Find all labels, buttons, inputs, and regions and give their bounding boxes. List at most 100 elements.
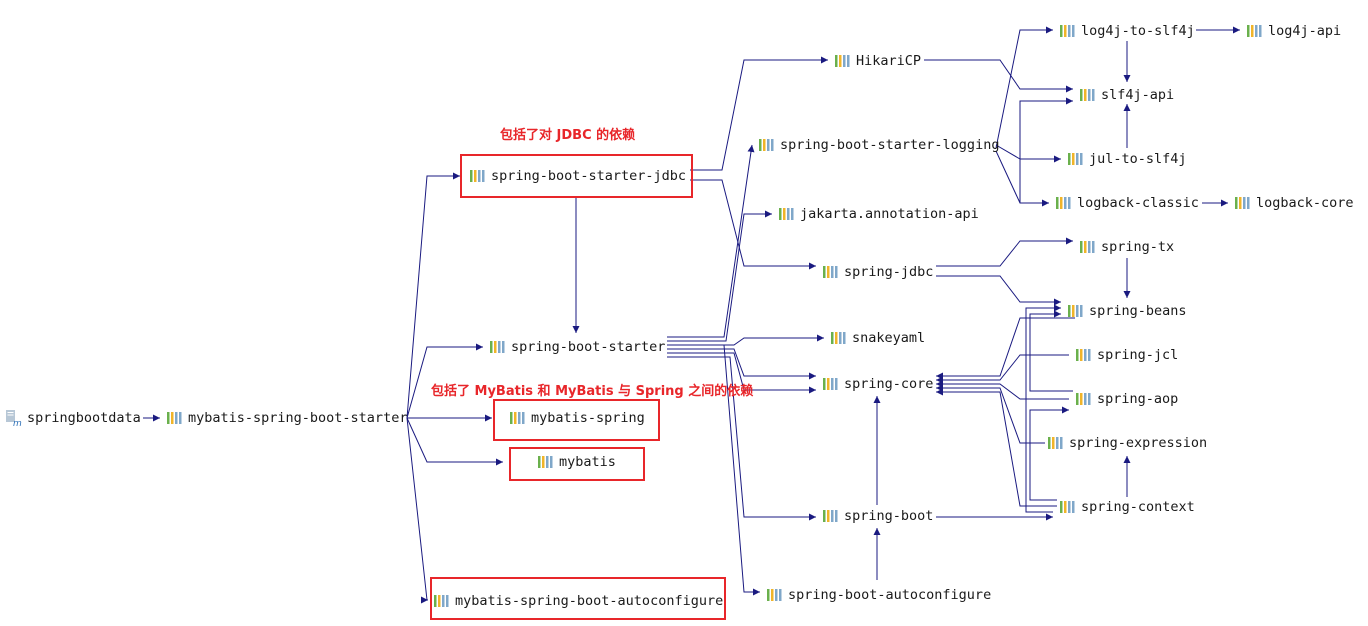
node-spring-context[interactable]: spring-context	[1059, 499, 1195, 515]
node-label: spring-beans	[1089, 303, 1187, 319]
library-bars-icon	[766, 588, 784, 602]
library-bars-icon	[1059, 500, 1077, 514]
library-bars-icon	[1047, 436, 1065, 450]
node-label: spring-tx	[1101, 239, 1175, 255]
dependency-edge	[1029, 406, 1069, 501]
dependency-edge	[936, 384, 1045, 444]
dependency-edge	[936, 275, 1061, 306]
node-spring-boot-starter[interactable]: spring-boot-starter	[489, 339, 665, 355]
dependency-edge	[690, 56, 828, 171]
node-log4j-to-slf4j[interactable]: log4j-to-slf4j	[1059, 23, 1195, 39]
node-label: spring-context	[1081, 499, 1195, 515]
dependency-edge	[936, 317, 1075, 380]
node-snakeyaml[interactable]: snakeyaml	[830, 330, 925, 346]
node-mybatis-spring-boot-starter[interactable]: mybatis-spring-boot-starter	[166, 410, 407, 426]
library-bars-icon	[1067, 304, 1085, 318]
node-label: spring-expression	[1069, 435, 1208, 451]
node-mybatis-spring[interactable]: mybatis-spring	[509, 410, 645, 426]
library-bars-icon	[1246, 24, 1264, 38]
dependency-edge	[667, 144, 755, 338]
library-bars-icon	[469, 169, 487, 183]
dependency-edge	[667, 210, 772, 342]
node-spring-boot-starter-jdbc[interactable]: spring-boot-starter-jdbc	[469, 168, 686, 184]
dependency-edge	[667, 352, 816, 394]
node-label: springbootdata	[27, 410, 141, 426]
dependency-edge	[936, 388, 1057, 507]
library-bars-icon	[822, 509, 840, 523]
node-spring-expression[interactable]: spring-expression	[1047, 435, 1207, 451]
dependency-edge	[936, 380, 1069, 400]
node-logback-classic[interactable]: logback-classic	[1055, 195, 1199, 211]
highlight-box-mybatis	[509, 447, 645, 481]
node-label: spring-boot-autoconfigure	[788, 587, 992, 603]
node-label: spring-aop	[1097, 391, 1179, 407]
node-spring-core[interactable]: spring-core	[822, 376, 933, 392]
node-spring-jdbc[interactable]: spring-jdbc	[822, 264, 933, 280]
node-label: spring-boot-starter-logging	[780, 137, 1000, 153]
library-bars-icon	[1079, 240, 1097, 254]
dependency-edge	[1029, 310, 1073, 392]
library-bars-icon	[433, 594, 451, 608]
dependency-edge	[1025, 304, 1061, 513]
node-spring-jcl[interactable]: spring-jcl	[1075, 347, 1178, 363]
node-label: log4j-to-slf4j	[1081, 23, 1195, 39]
node-label: spring-boot-starter	[511, 339, 666, 355]
node-spring-boot-autoconfigure[interactable]: spring-boot-autoconfigure	[766, 587, 991, 603]
node-label: logback-classic	[1077, 195, 1199, 211]
dependency-edge	[406, 417, 503, 466]
node-logback-core[interactable]: logback-core	[1234, 195, 1354, 211]
dependency-edge	[406, 343, 483, 419]
library-bars-icon	[1059, 24, 1077, 38]
node-slf4j-api[interactable]: slf4j-api	[1079, 87, 1174, 103]
node-mybatis[interactable]: mybatis	[537, 454, 616, 470]
library-bars-icon	[489, 340, 507, 354]
dependency-edge	[667, 344, 760, 596]
dependency-edge	[995, 144, 1061, 163]
dependency-edge	[936, 237, 1073, 267]
library-bars-icon	[1234, 196, 1252, 210]
library-bars-icon	[822, 265, 840, 279]
node-label: mybatis	[559, 454, 616, 470]
annotation-mybatis: 包括了 MyBatis 和 MyBatis 与 Spring 之间的依赖	[431, 384, 754, 399]
node-label: mybatis-spring-boot-starter	[188, 410, 408, 426]
node-label: HikariCP	[856, 53, 922, 69]
dependency-edge	[406, 417, 428, 604]
library-bars-icon	[1067, 152, 1085, 166]
library-bars-icon	[509, 411, 527, 425]
node-label: spring-jdbc	[844, 264, 934, 280]
dependency-edge	[406, 172, 460, 419]
node-label: spring-core	[844, 376, 934, 392]
library-bars-icon	[830, 331, 848, 345]
dependency-edge	[924, 59, 1073, 93]
node-jakarta-annotation-api[interactable]: jakarta.annotation-api	[778, 206, 979, 222]
node-spring-boot-starter-logging[interactable]: spring-boot-starter-logging	[758, 137, 999, 153]
node-spring-beans[interactable]: spring-beans	[1067, 303, 1187, 319]
library-bars-icon	[834, 54, 852, 68]
highlight-box-autoconfigure	[430, 577, 726, 620]
node-label: slf4j-api	[1101, 87, 1175, 103]
library-bars-icon	[166, 411, 184, 425]
library-bars-icon	[758, 138, 776, 152]
node-log4j-api[interactable]: log4j-api	[1246, 23, 1341, 39]
library-bars-icon	[822, 377, 840, 391]
dependency-edge	[995, 26, 1053, 149]
highlight-box-jdbc	[460, 154, 693, 198]
library-bars-icon	[1079, 88, 1097, 102]
dependency-edge	[1019, 97, 1073, 203]
node-hikaricp[interactable]: HikariCP	[834, 53, 921, 69]
node-label: log4j-api	[1268, 23, 1342, 39]
node-label: mybatis-spring-boot-autoconfigure	[455, 593, 724, 609]
node-spring-boot[interactable]: spring-boot	[822, 508, 933, 524]
library-bars-icon	[537, 455, 555, 469]
node-springbootdata[interactable]: m springbootdata	[5, 410, 141, 427]
node-spring-tx[interactable]: spring-tx	[1079, 239, 1174, 255]
maven-module-icon: m	[5, 410, 23, 427]
node-mybatis-spring-boot-autoconfigure[interactable]: mybatis-spring-boot-autoconfigure	[433, 593, 723, 609]
library-bars-icon	[1055, 196, 1073, 210]
node-spring-aop[interactable]: spring-aop	[1075, 391, 1178, 407]
node-jul-to-slf4j[interactable]: jul-to-slf4j	[1067, 151, 1187, 167]
annotation-jdbc: 包括了对 JDBC 的依赖	[500, 128, 636, 143]
node-label: jakarta.annotation-api	[800, 206, 979, 222]
